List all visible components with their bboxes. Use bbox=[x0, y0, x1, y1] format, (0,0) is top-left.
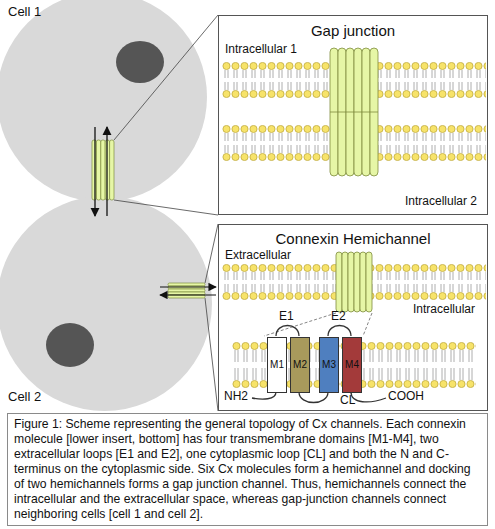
node-label: Gap junction bbox=[219, 22, 487, 39]
node-label: Cell 1 bbox=[8, 5, 41, 20]
connexin-rod bbox=[338, 48, 346, 176]
connexin-rod bbox=[354, 48, 362, 176]
connexin-rod bbox=[330, 48, 338, 176]
gap-junction-channel bbox=[330, 48, 378, 176]
region-label: Intracellular 2 bbox=[405, 195, 477, 209]
connexin-rod bbox=[360, 252, 366, 312]
connexin-rod bbox=[346, 48, 354, 176]
cytoplasmic-loop bbox=[299, 392, 328, 403]
transmembrane-domain: M3 bbox=[319, 337, 339, 393]
transmembrane-domain: M4 bbox=[342, 337, 362, 393]
cell-body: Cell 2 bbox=[0, 196, 212, 411]
connexin-rod bbox=[354, 252, 360, 312]
part-label: E1 bbox=[279, 310, 294, 324]
connexin-rod bbox=[348, 252, 354, 312]
zoom-inset: Connexin HemichannelExtracellularIntrace… bbox=[218, 224, 488, 411]
part-label: NH2 bbox=[224, 390, 248, 404]
cell-body: Cell 1 bbox=[0, 0, 207, 202]
zoom-dash bbox=[264, 313, 336, 336]
transmembrane-domain: M1 bbox=[267, 337, 287, 393]
region-label: Extracellular bbox=[225, 249, 291, 263]
connexin-rod bbox=[362, 48, 370, 176]
node-label: M3 bbox=[320, 359, 338, 371]
node-label: Connexin Hemichannel bbox=[219, 230, 487, 247]
connexin-rod bbox=[370, 48, 378, 176]
c-terminus bbox=[351, 392, 386, 402]
lipid-bilayer bbox=[222, 264, 486, 300]
extracellular-loop bbox=[276, 326, 299, 337]
zoom-inset: Gap junctionIntracellular 1 Intracellular… bbox=[218, 15, 488, 215]
zoom-dash bbox=[363, 313, 372, 336]
node-label: Cell 2 bbox=[8, 390, 41, 405]
node-label: M1 bbox=[268, 359, 286, 371]
lipid-bilayer bbox=[222, 125, 486, 161]
n-terminus bbox=[252, 392, 276, 399]
docking-line bbox=[330, 112, 378, 113]
connexin-rod bbox=[336, 252, 342, 312]
region-label: Intracellular bbox=[413, 303, 475, 317]
region-label: Intracellular 1 bbox=[225, 43, 297, 57]
part-label: CL bbox=[340, 394, 355, 408]
connexin-rod bbox=[366, 252, 372, 312]
transmembrane-domain: M2 bbox=[290, 337, 310, 393]
hemichannel bbox=[336, 252, 372, 312]
node-label: M4 bbox=[343, 359, 361, 371]
part-label: E2 bbox=[331, 310, 346, 324]
extracellular-loop bbox=[328, 326, 351, 337]
node-label: M2 bbox=[291, 359, 309, 371]
connexin-rod bbox=[342, 252, 348, 312]
lipid-bilayer bbox=[222, 62, 486, 98]
part-label: COOH bbox=[388, 390, 424, 404]
figure-caption: Figure 1: Scheme representing the genera… bbox=[7, 413, 488, 526]
